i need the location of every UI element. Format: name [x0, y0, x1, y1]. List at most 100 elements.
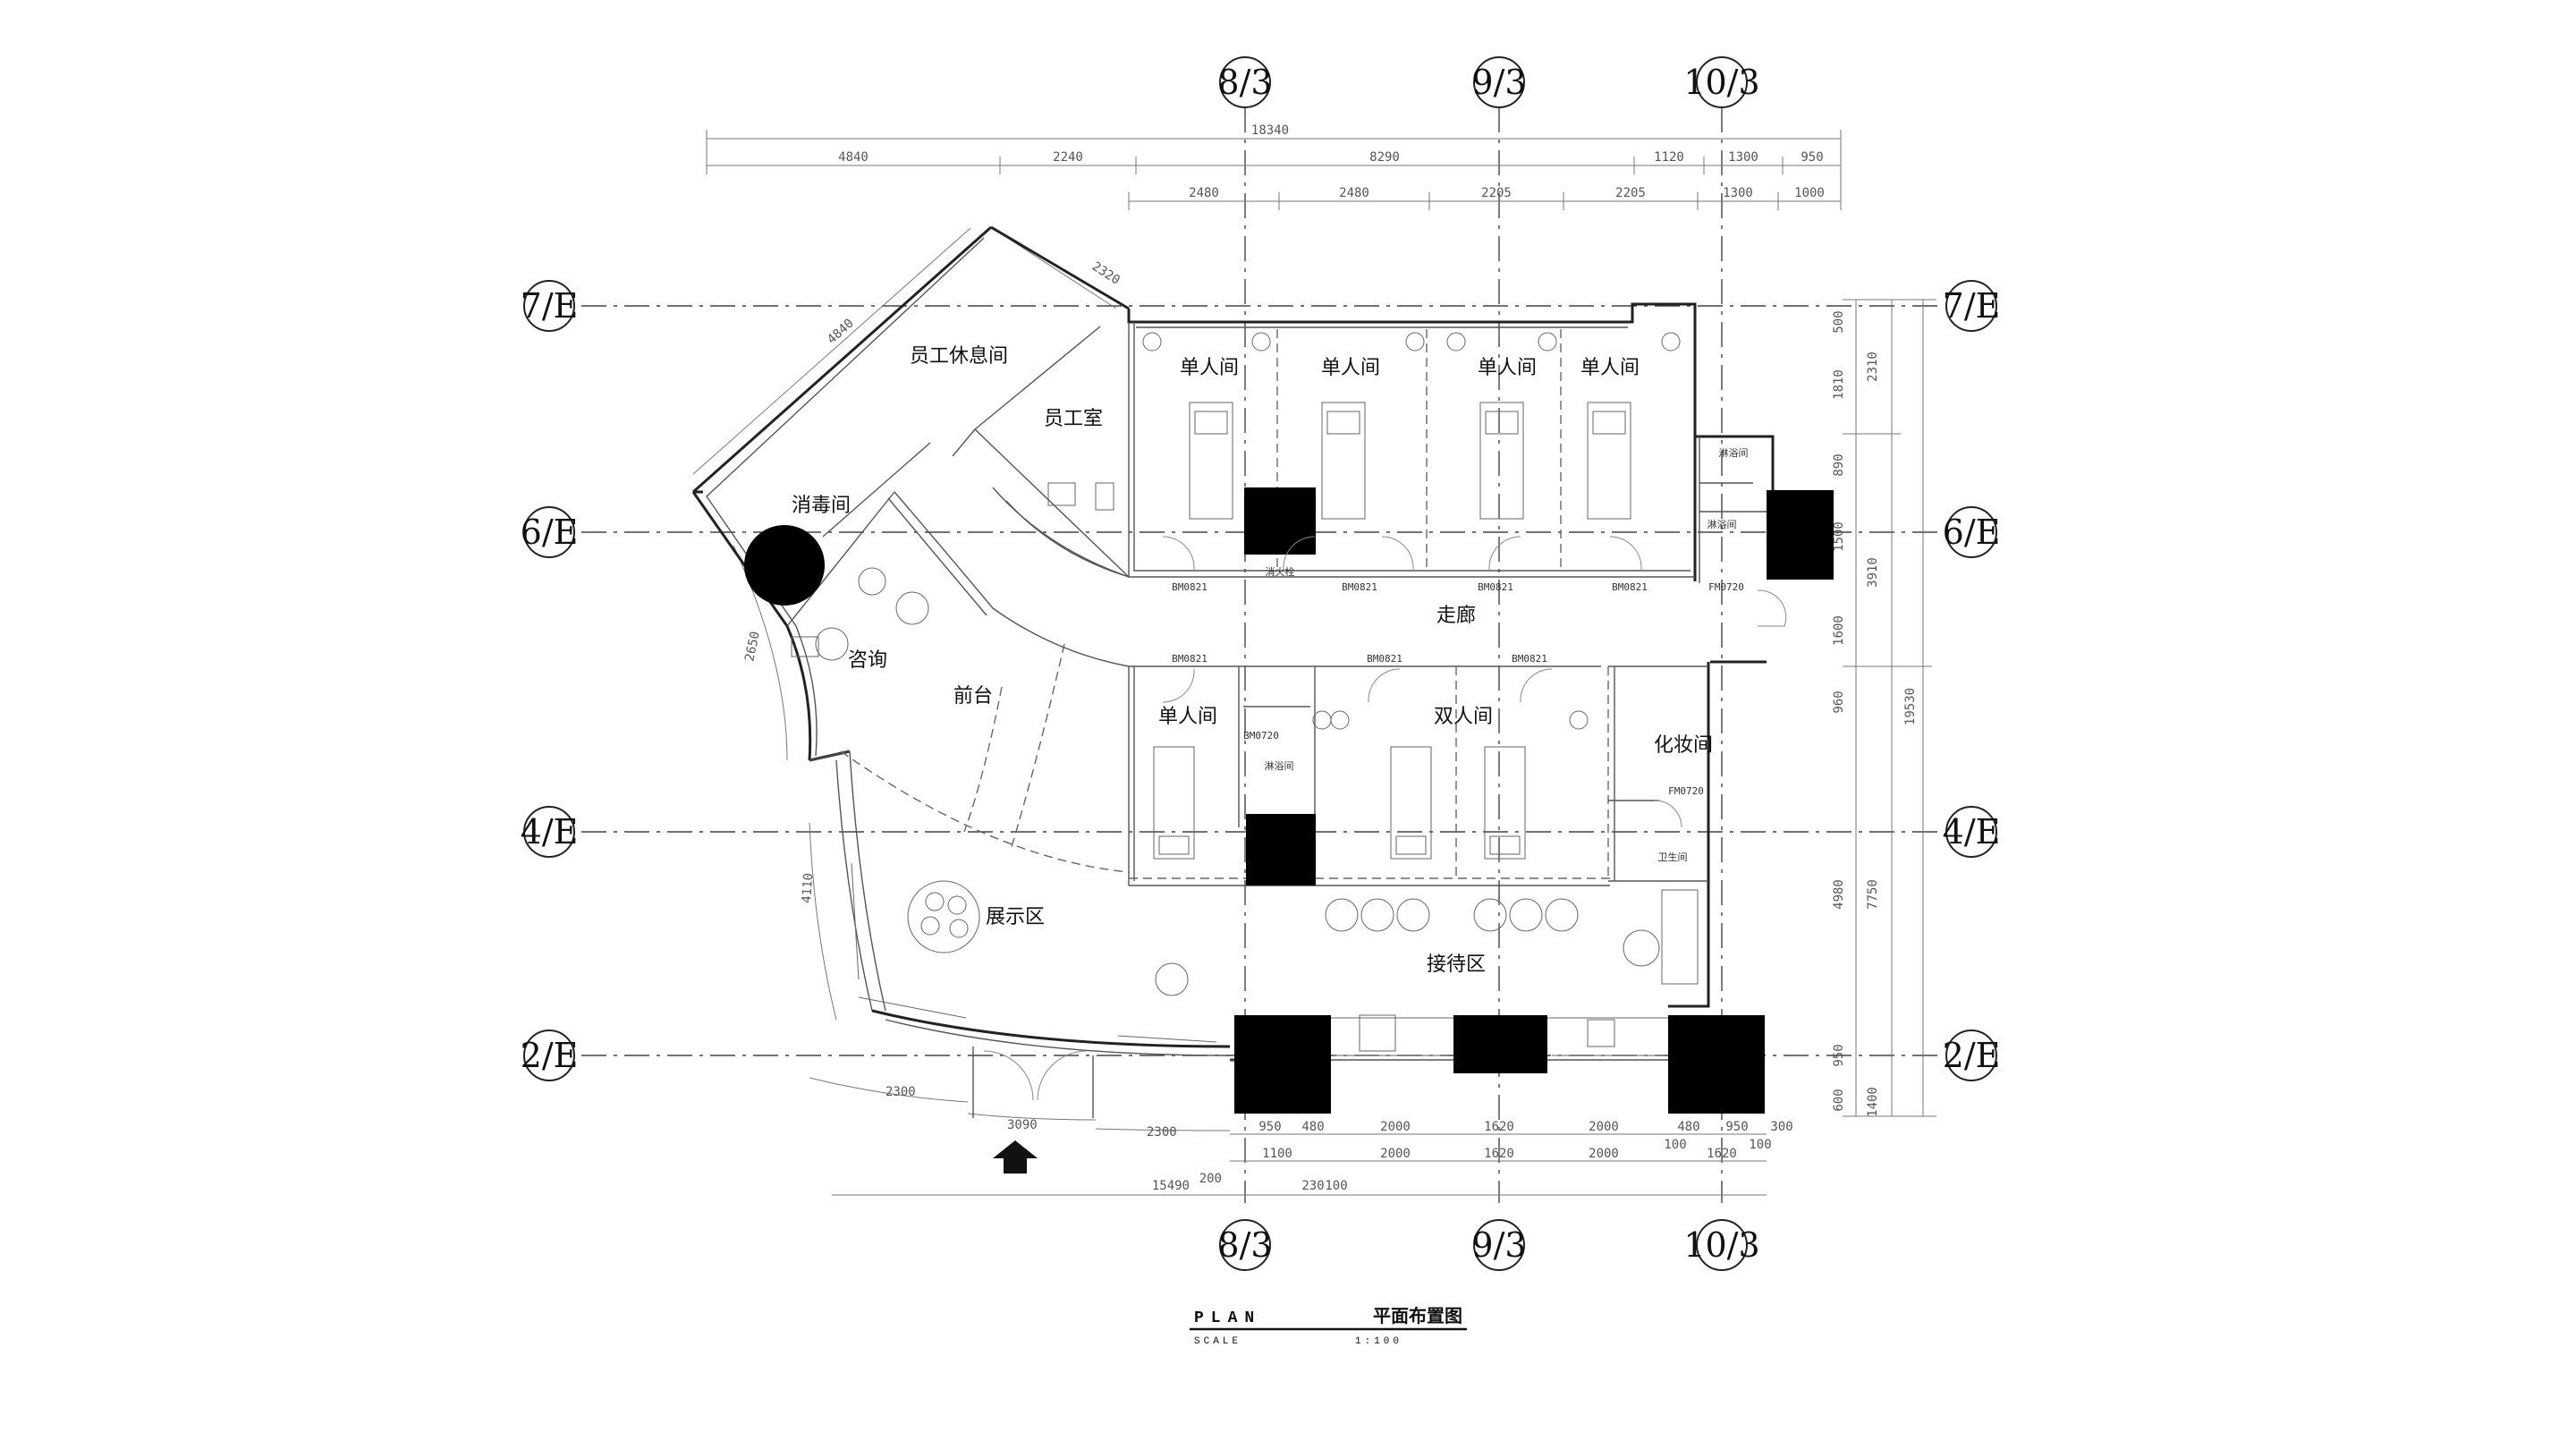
- axis-bubble-9-3-top: 9/3: [1471, 56, 1527, 108]
- column-block: [1453, 1015, 1547, 1073]
- left-dimensions: 2650 4110: [733, 545, 837, 1021]
- room-labels: 员工休息间 员工室 消毒间 咨询 前台 展示区 接待区 走廊 单人间 单人间 单…: [792, 345, 1749, 976]
- svg-text:FM0720: FM0720: [1708, 581, 1744, 593]
- svg-text:BM0821: BM0821: [1172, 653, 1208, 665]
- svg-text:1810: 1810: [1832, 369, 1846, 400]
- svg-text:7/E: 7/E: [521, 286, 579, 326]
- svg-text:2000: 2000: [1380, 1147, 1411, 1161]
- column-round: [744, 525, 825, 606]
- axis-bubble-8-3-bottom: 8/3: [1217, 1219, 1273, 1271]
- room-label-shower: 淋浴间: [1707, 519, 1737, 530]
- axis-bubble-2-e-left: 2/E: [521, 1030, 578, 1081]
- scale-value: 1:100: [1355, 1336, 1402, 1347]
- svg-text:950: 950: [1801, 150, 1823, 165]
- svg-text:FM0720: FM0720: [1668, 785, 1704, 797]
- axis-bubble-9-3-bottom: 9/3: [1471, 1219, 1527, 1271]
- room-label-single: 单人间: [1180, 357, 1239, 379]
- svg-text:480: 480: [1301, 1120, 1324, 1134]
- svg-text:500: 500: [1832, 310, 1846, 333]
- svg-text:15490: 15490: [1152, 1179, 1190, 1193]
- svg-text:7/E: 7/E: [1943, 286, 2001, 326]
- axis-bubble-4-e-right: 4/E: [1943, 806, 2000, 858]
- svg-text:2650: 2650: [742, 631, 763, 663]
- column-block: [1246, 814, 1316, 886]
- svg-text:1620: 1620: [1484, 1120, 1514, 1134]
- svg-text:4840: 4840: [825, 317, 857, 347]
- column-block: [1668, 1015, 1765, 1114]
- svg-text:2480: 2480: [1189, 186, 1219, 200]
- room-label-single: 单人间: [1321, 357, 1380, 379]
- svg-text:950: 950: [1832, 1044, 1846, 1066]
- reception-seating: [1325, 889, 1699, 1052]
- axis-bubble-10-3-bottom: 10/3: [1683, 1219, 1760, 1271]
- room-label-consult: 咨询: [848, 649, 887, 672]
- structural-columns: [744, 487, 1834, 1114]
- axis-bubble-4-e-left: 4/E: [521, 806, 578, 858]
- svg-text:1600: 1600: [1832, 615, 1846, 646]
- svg-text:4980: 4980: [1832, 879, 1846, 910]
- svg-text:2480: 2480: [1339, 186, 1369, 200]
- room-label-fire-hydrant: 消火栓: [1266, 565, 1295, 578]
- svg-text:600: 600: [1832, 1089, 1846, 1111]
- svg-text:1300: 1300: [1723, 186, 1753, 200]
- svg-text:2/E: 2/E: [1943, 1036, 2001, 1075]
- top-dimensions: 18340 4840 2240 8290 1120 1300 950 2480 …: [706, 123, 1842, 210]
- svg-text:8/3: 8/3: [1217, 63, 1272, 102]
- door-tags: BM0821 BM0821 BM0821 BM0821 BM0821 BM082…: [1172, 581, 1744, 797]
- column-block: [1234, 1015, 1331, 1114]
- svg-text:BM0821: BM0821: [1172, 581, 1208, 593]
- svg-text:1120: 1120: [1654, 150, 1684, 165]
- scale-label: SCALE: [1194, 1336, 1241, 1347]
- axis-bubble-7-e-right: 7/E: [1943, 280, 2001, 332]
- room-label-reception: 接待区: [1427, 953, 1486, 976]
- svg-text:2000: 2000: [1589, 1120, 1619, 1134]
- room-label-staff-lounge: 员工休息间: [910, 345, 1008, 368]
- svg-text:480: 480: [1677, 1120, 1699, 1134]
- svg-text:BM0720: BM0720: [1243, 730, 1279, 741]
- svg-text:890: 890: [1832, 453, 1846, 476]
- svg-text:3090: 3090: [1007, 1118, 1038, 1132]
- exterior-walls: [691, 225, 1775, 1062]
- svg-text:8290: 8290: [1369, 150, 1400, 165]
- svg-text:2300: 2300: [886, 1085, 916, 1099]
- svg-text:BM0821: BM0821: [1512, 653, 1547, 665]
- entrance-arrow-icon: [993, 1140, 1038, 1174]
- svg-text:10/3: 10/3: [1683, 1225, 1759, 1265]
- svg-text:4110: 4110: [800, 873, 816, 904]
- svg-text:2000: 2000: [1589, 1147, 1619, 1161]
- svg-text:1000: 1000: [1794, 186, 1825, 200]
- svg-text:950: 950: [1725, 1120, 1748, 1134]
- right-dimensions: 2310 3910 7750 1400 19530 500 1810 890 1…: [1832, 299, 1936, 1117]
- room-label-double: 双人间: [1434, 706, 1493, 728]
- svg-text:2320: 2320: [1089, 259, 1123, 288]
- room-label-front-desk: 前台: [953, 685, 993, 708]
- svg-text:960: 960: [1832, 691, 1846, 713]
- room-label-display: 展示区: [986, 906, 1045, 928]
- svg-text:2205: 2205: [1481, 186, 1512, 200]
- axis-bubble-10-3-top: 10/3: [1683, 56, 1760, 108]
- svg-text:6/E: 6/E: [521, 513, 579, 552]
- svg-text:10/3: 10/3: [1683, 63, 1759, 102]
- axis-bubble-2-e-right: 2/E: [1943, 1030, 2001, 1081]
- svg-text:1620: 1620: [1707, 1147, 1737, 1161]
- svg-text:BM0821: BM0821: [1367, 653, 1402, 665]
- svg-text:950: 950: [1258, 1120, 1281, 1134]
- room-label-corridor: 走廊: [1436, 605, 1476, 627]
- display-area-furniture: [851, 862, 1217, 1043]
- svg-text:1300: 1300: [1728, 150, 1758, 165]
- svg-text:BM0821: BM0821: [1478, 581, 1513, 593]
- svg-text:8/3: 8/3: [1217, 1225, 1272, 1265]
- title-block: PLAN 平面布置图 SCALE 1:100: [1190, 1305, 1467, 1347]
- bottom-dimensions: 2300 3090 2300 950 480 2000 1620 2000 48…: [809, 1077, 1793, 1196]
- room-label-single: 单人间: [1158, 706, 1217, 728]
- room-label-shower: 淋浴间: [1265, 760, 1294, 772]
- svg-text:7750: 7750: [1866, 879, 1880, 910]
- axis-bubble-8-3-top: 8/3: [1217, 56, 1273, 108]
- svg-text:2310: 2310: [1866, 352, 1880, 382]
- beds-upper-row: [1142, 332, 1681, 520]
- consult-furniture: [791, 482, 1114, 661]
- svg-text:230: 230: [1301, 1179, 1324, 1193]
- svg-text:1400: 1400: [1866, 1087, 1880, 1117]
- axis-bubble-7-e-left: 7/E: [521, 280, 579, 332]
